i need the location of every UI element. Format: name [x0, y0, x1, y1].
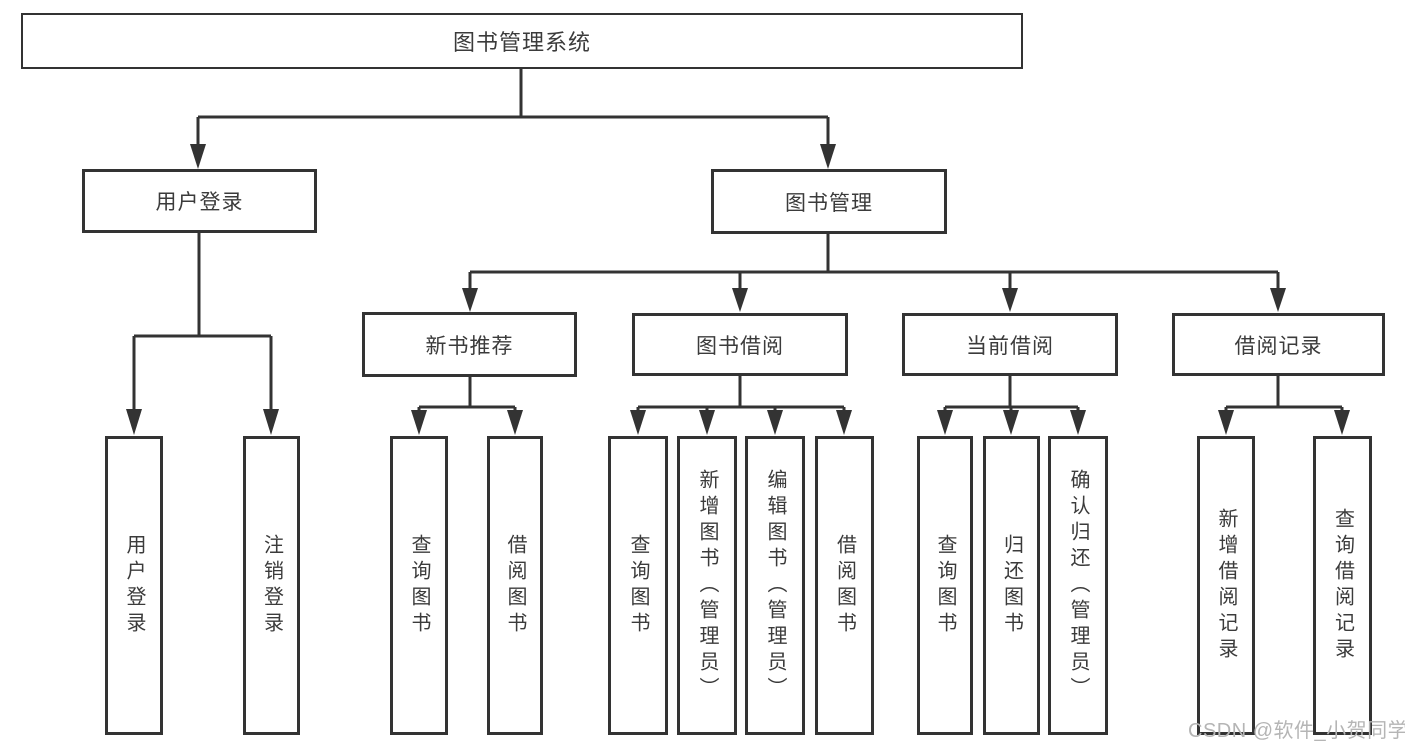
leaf-current-confirm-return-admin: 确认归还（管理员） [1048, 436, 1108, 735]
leaf-newbook-borrow-books: 借阅图书 [487, 436, 543, 735]
arrowheads-newbook-leaves [411, 410, 523, 435]
node-root-library-system: 图书管理系统 [21, 13, 1023, 69]
arrowheads-bookborrow-leaves [630, 410, 852, 435]
leaf-borrowing-add-books-admin: 新增图书（管理员） [677, 436, 737, 735]
arrowheads-borrowrecords-leaves [1218, 410, 1350, 435]
leaf-newbook-query-books: 查询图书 [390, 436, 448, 735]
leaf-records-query-record: 查询借阅记录 [1313, 436, 1372, 735]
node-user-login: 用户登录 [82, 169, 317, 233]
node-new-book-recommend: 新书推荐 [362, 312, 577, 377]
connector-newbook-to-leaves [417, 377, 517, 412]
leaf-borrowing-query-books: 查询图书 [608, 436, 668, 735]
leaf-logout: 注销登录 [243, 436, 300, 735]
leaf-borrowing-borrow-books: 借阅图书 [815, 436, 874, 735]
node-book-borrowing: 图书借阅 [632, 313, 848, 376]
arrowheads-level2 [462, 288, 1286, 312]
leaf-current-query-books: 查询图书 [917, 436, 973, 735]
leaf-records-add-record: 新增借阅记录 [1197, 436, 1255, 735]
node-current-borrowing: 当前借阅 [902, 313, 1118, 376]
arrowheads-level1 [190, 144, 836, 169]
arrowheads-currentborrow-leaves [937, 410, 1086, 435]
csdn-watermark: CSDN @软件_小贺同学 [1188, 720, 1405, 742]
connector-bookborrow-to-leaves [636, 376, 846, 412]
connector-borrowrecords-to-leaves [1224, 376, 1344, 412]
node-borrow-records: 借阅记录 [1172, 313, 1385, 376]
connector-userlogin-to-leaves [132, 233, 273, 410]
leaf-borrowing-edit-books-admin: 编辑图书（管理员） [745, 436, 805, 735]
connector-currentborrow-to-leaves [943, 376, 1080, 412]
connector-root-to-level1 [196, 69, 830, 146]
node-book-management: 图书管理 [711, 169, 947, 234]
arrowheads-userlogin-leaves [126, 409, 279, 435]
leaf-user-login: 用户登录 [105, 436, 163, 735]
connector-bookmgmt-to-level2 [468, 234, 1280, 290]
leaf-current-return-books: 归还图书 [983, 436, 1040, 735]
